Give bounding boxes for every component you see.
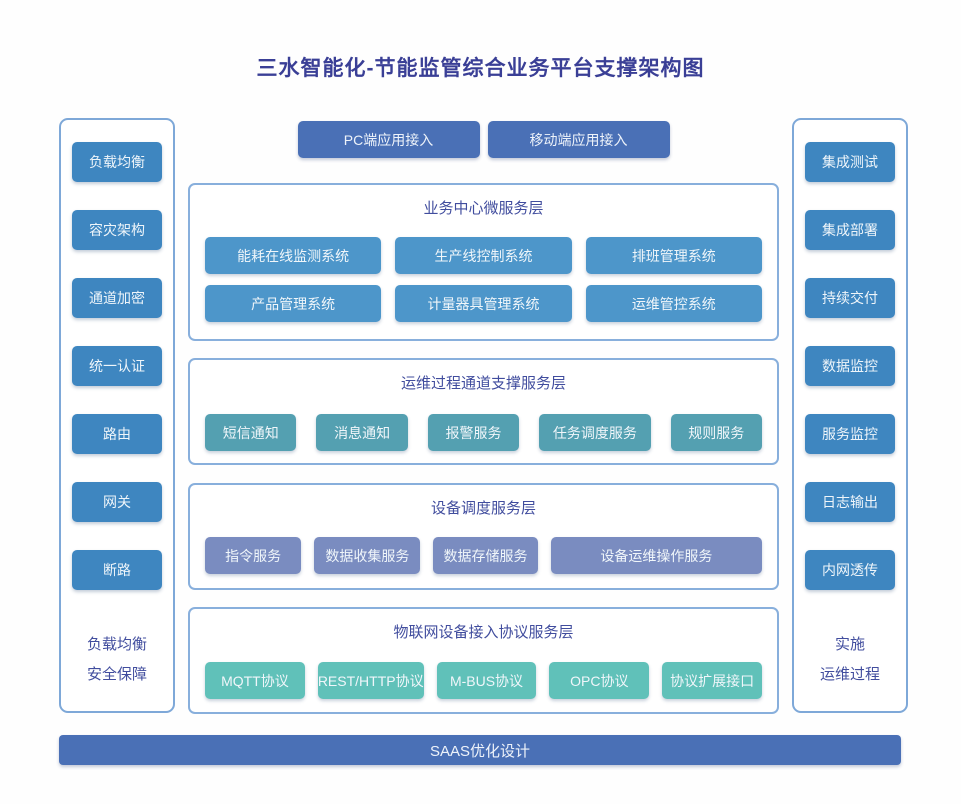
node-row: MQTT协议 REST/HTTP协议 M-BUS协议 OPC协议 协议扩展接口	[205, 662, 763, 699]
node-command-service: 指令服务	[205, 537, 302, 574]
node-load-balancing: 负载均衡	[72, 142, 162, 182]
node-data-collection-service: 数据收集服务	[314, 537, 421, 574]
node-row: 短信通知 消息通知 报警服务 任务调度服务 规则服务	[205, 414, 762, 451]
node-row: 产品管理系统 计量器具管理系统 运维管控系统	[205, 285, 762, 322]
node-integration-deployment: 集成部署	[805, 210, 895, 250]
node-ops-control: 运维管控系统	[585, 285, 762, 322]
node-protocol-extension-interface: 协议扩展接口	[662, 662, 763, 699]
node-intranet-passthrough: 内网透传	[805, 550, 895, 590]
node-message-notification: 消息通知	[316, 414, 408, 451]
node-gateway: 网关	[72, 482, 162, 522]
node-integration-testing: 集成测试	[805, 142, 895, 182]
section-iot-protocol-layer: 物联网设备接入协议服务层 MQTT协议 REST/HTTP协议 M-BUS协议 …	[188, 607, 779, 714]
node-rest-http-protocol: REST/HTTP协议	[317, 662, 424, 699]
node-data-monitoring: 数据监控	[805, 346, 895, 386]
section-title: 物联网设备接入协议服务层	[393, 624, 574, 641]
section-title: 设备调度服务层	[430, 500, 536, 517]
node-rule-service: 规则服务	[670, 414, 762, 451]
section-ops-channel-support-layer: 运维过程通道支撑服务层 短信通知 消息通知 报警服务 任务调度服务 规则服务	[188, 358, 779, 465]
node-opc-protocol: OPC协议	[549, 662, 650, 699]
diagram-title: 三水智能化-节能监管综合业务平台支撑架构图	[256, 57, 705, 80]
section-title: 运维过程通道支撑服务层	[400, 375, 566, 392]
node-row: 指令服务 数据收集服务 数据存储服务 设备运维操作服务	[205, 537, 763, 574]
node-service-monitoring: 服务监控	[805, 414, 895, 454]
right-panel-caption: 实施 运维过程	[820, 630, 880, 690]
saas-optimization-bar: SAAS优化设计	[59, 735, 901, 765]
left-panel-caption: 负载均衡 安全保障	[87, 630, 147, 690]
section-title: 业务中心微服务层	[423, 200, 544, 217]
node-row: 能耗在线监测系统 生产线控制系统 排班管理系统	[205, 237, 762, 274]
node-disaster-recovery: 容灾架构	[72, 210, 162, 250]
app-access-row: PC端应用接入 移动端应用接入	[188, 121, 779, 158]
node-alarm-service: 报警服务	[427, 414, 520, 451]
node-channel-encryption: 通道加密	[72, 278, 162, 318]
saas-bar-label: SAAS优化设计	[429, 742, 531, 760]
node-production-line-control: 生产线控制系统	[395, 237, 572, 274]
node-routing: 路由	[72, 414, 162, 454]
caption-line: 安全保障	[86, 666, 147, 683]
node-metering-instrument-management: 计量器具管理系统	[395, 285, 572, 322]
node-data-storage-service: 数据存储服务	[433, 537, 538, 574]
node-device-ops-operation-service: 设备运维操作服务	[550, 537, 763, 574]
node-continuous-delivery: 持续交付	[805, 278, 895, 318]
right-panel: 集成测试 集成部署 持续交付 数据监控 服务监控 日志输出 内网透传 实施 运维…	[792, 118, 908, 713]
node-sms-notification: 短信通知	[205, 414, 297, 451]
section-business-microservice-layer: 业务中心微服务层 能耗在线监测系统 生产线控制系统 排班管理系统 产品管理系统 …	[188, 183, 779, 341]
node-mqtt-protocol: MQTT协议	[205, 662, 305, 699]
node-product-management: 产品管理系统	[205, 285, 382, 322]
caption-line: 负载均衡	[86, 636, 147, 653]
node-circuit-breaker: 断路	[72, 550, 162, 590]
node-unified-auth: 统一认证	[72, 346, 162, 386]
left-panel: 负载均衡 容灾架构 通道加密 统一认证 路由 网关 断路 负载均衡 安全保障	[59, 118, 175, 713]
node-pc-app-access: PC端应用接入	[297, 121, 480, 158]
caption-line: 运维过程	[819, 666, 880, 683]
node-task-scheduling-service: 任务调度服务	[539, 414, 651, 451]
caption-line: 实施	[834, 636, 865, 653]
node-mbus-protocol: M-BUS协议	[436, 662, 537, 699]
section-device-scheduling-layer: 设备调度服务层 指令服务 数据收集服务 数据存储服务 设备运维操作服务	[188, 483, 779, 590]
node-log-output: 日志输出	[805, 482, 895, 522]
node-mobile-app-access: 移动端应用接入	[487, 121, 670, 158]
node-energy-online-monitoring: 能耗在线监测系统	[205, 237, 382, 274]
node-shift-management: 排班管理系统	[585, 237, 762, 274]
